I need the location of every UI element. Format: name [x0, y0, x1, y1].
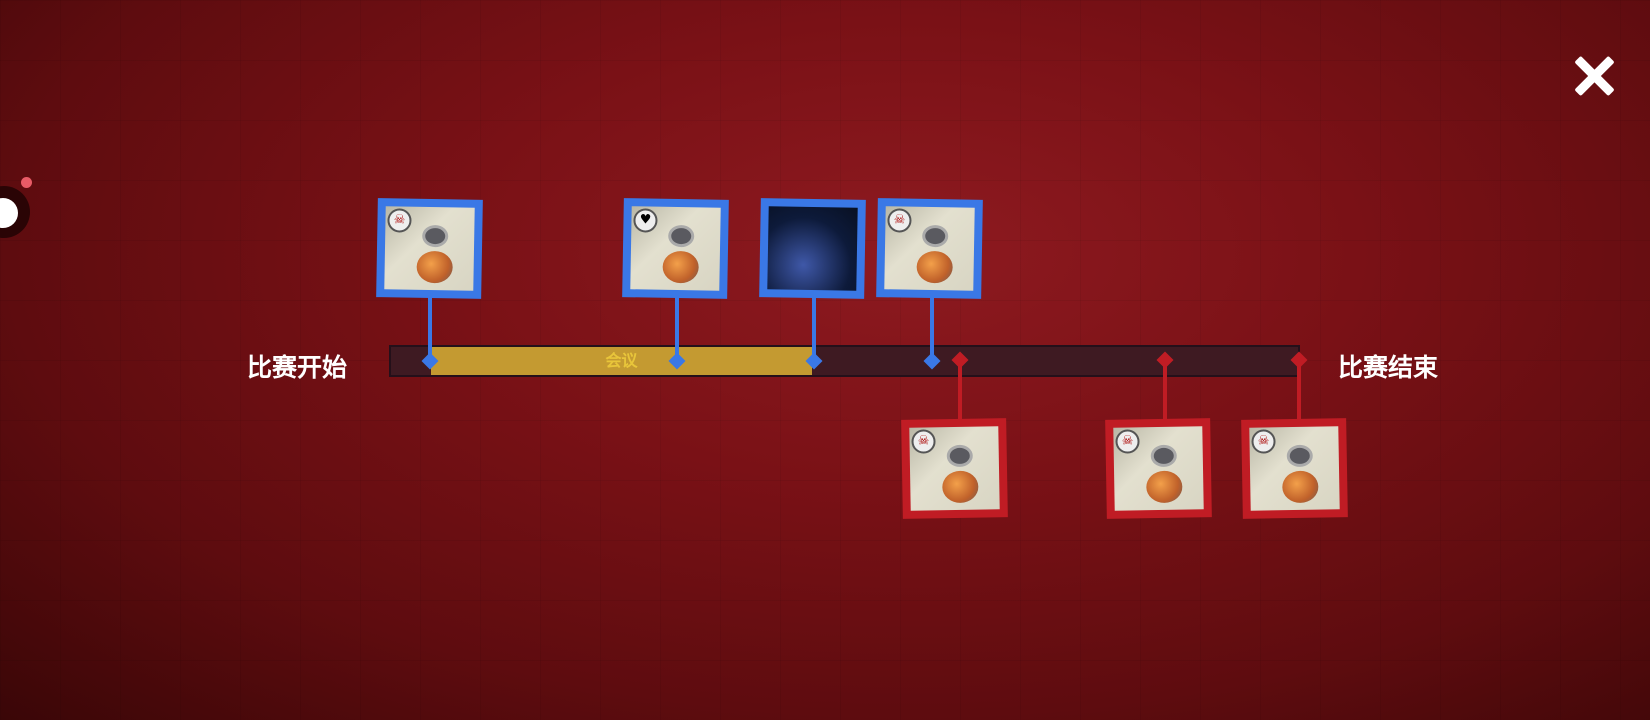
event-card-report[interactable]: ♥: [622, 198, 729, 299]
match-start-label: 比赛开始: [247, 353, 348, 382]
notification-dot: [21, 177, 32, 188]
skull-icon: ☠: [387, 208, 412, 233]
dead-body-icon: [660, 224, 701, 288]
dead-body-icon: [914, 224, 955, 288]
event-card-kill[interactable]: ☠: [1105, 418, 1212, 519]
event-stem: [428, 296, 432, 358]
report-badge-icon: ♥: [633, 208, 658, 233]
event-card-kill[interactable]: ☠: [1241, 418, 1348, 519]
match-end-label: 比赛结束: [1338, 353, 1439, 382]
event-stem: [1297, 360, 1301, 422]
skull-icon: ☠: [887, 208, 912, 233]
close-button[interactable]: [1570, 52, 1618, 100]
dead-body-icon: [1280, 444, 1321, 508]
event-card-kill[interactable]: ☠: [876, 198, 983, 299]
dead-body-icon: [940, 444, 981, 508]
event-stem: [675, 296, 679, 358]
skull-icon: ☠: [1115, 429, 1140, 454]
event-card-kill[interactable]: ☠: [901, 418, 1008, 519]
event-stem: [930, 296, 934, 358]
event-card-kill[interactable]: ☠: [376, 198, 483, 299]
event-stem: [1163, 360, 1167, 422]
event-card-ejected[interactable]: [759, 198, 866, 299]
space-ejection-icon: [767, 206, 858, 291]
event-stem: [958, 360, 962, 422]
event-stem: [812, 296, 816, 358]
meeting-segment: 会议: [431, 347, 812, 375]
skull-icon: ☠: [911, 429, 936, 454]
dead-body-icon: [1144, 444, 1185, 508]
skull-icon: ☠: [1251, 429, 1276, 454]
dead-body-icon: [414, 224, 455, 288]
